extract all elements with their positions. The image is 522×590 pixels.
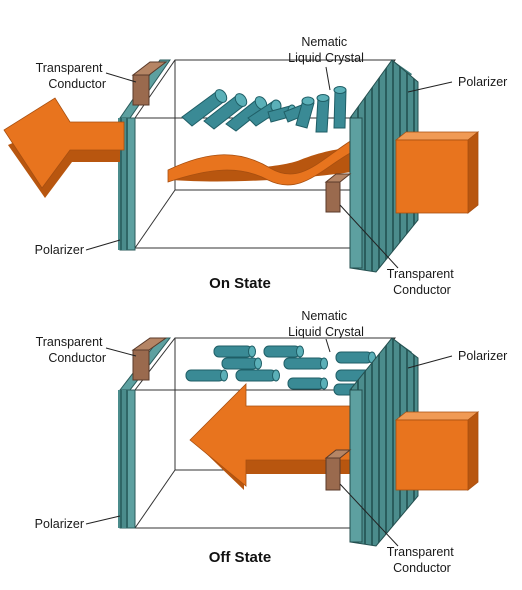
- leader-line: [105, 72, 137, 83]
- right-conductor: [324, 449, 352, 491]
- crystal-molecule: [185, 369, 228, 382]
- twisted-light-beam: [167, 139, 353, 186]
- label-transparent-conductor-left: Transparent Conductor: [36, 61, 106, 91]
- crystal-molecule: [235, 369, 280, 382]
- crystal-molecule: [181, 89, 228, 127]
- crystal-molecule: [283, 357, 328, 370]
- crystal-molecule: [335, 351, 376, 364]
- leader-line: [407, 81, 453, 93]
- label-transparent-conductor-left: Transparent Conductor: [36, 335, 106, 365]
- crystal-molecule: [287, 377, 328, 390]
- off-state-title: Off State: [209, 549, 272, 566]
- leader-line: [339, 204, 399, 269]
- label-nematic-crystal: Nematic Liquid Crystal: [288, 35, 364, 65]
- leader-line: [85, 239, 121, 251]
- incoming-light-block: [394, 411, 480, 491]
- leader-line: [407, 355, 453, 369]
- label-nematic-crystal: Nematic Liquid Crystal: [288, 309, 364, 339]
- crystal-molecule: [315, 94, 330, 133]
- crystal-molecule: [263, 345, 304, 358]
- label-polarizer-right: Polarizer: [458, 75, 507, 89]
- off-state-diagram: Transparent Conductor Nematic Liquid Cry…: [35, 309, 508, 575]
- right-polarizer: [349, 59, 419, 273]
- crystal-molecule: [225, 96, 268, 132]
- leader-line: [325, 338, 331, 353]
- left-conductor: [131, 61, 168, 106]
- incoming-light-arrow: [3, 97, 125, 198]
- nematic-crystal-molecules: [185, 345, 378, 396]
- nematic-crystal-molecules: [181, 86, 347, 133]
- leader-line: [105, 347, 137, 357]
- label-polarizer-left: Polarizer: [35, 243, 84, 257]
- leader-line: [325, 66, 331, 91]
- crystal-molecule: [203, 93, 248, 130]
- crystal-molecule: [221, 357, 262, 370]
- leader-line: [85, 515, 121, 525]
- crystal-molecule: [333, 86, 347, 129]
- crystal-molecule: [295, 96, 315, 129]
- left-conductor: [131, 337, 168, 381]
- right-conductor: [324, 173, 352, 213]
- leader-line: [339, 483, 399, 547]
- label-transparent-conductor-right: Transparent Conductor: [387, 545, 457, 575]
- on-state-title: On State: [209, 275, 271, 292]
- on-state-diagram: Transparent Conductor Nematic Liquid Cry…: [3, 35, 507, 297]
- outgoing-light-block: [394, 131, 480, 214]
- label-polarizer-right: Polarizer: [458, 349, 507, 363]
- label-polarizer-left: Polarizer: [35, 517, 84, 531]
- label-transparent-conductor-right: Transparent Conductor: [387, 267, 457, 297]
- crystal-molecule: [213, 345, 256, 358]
